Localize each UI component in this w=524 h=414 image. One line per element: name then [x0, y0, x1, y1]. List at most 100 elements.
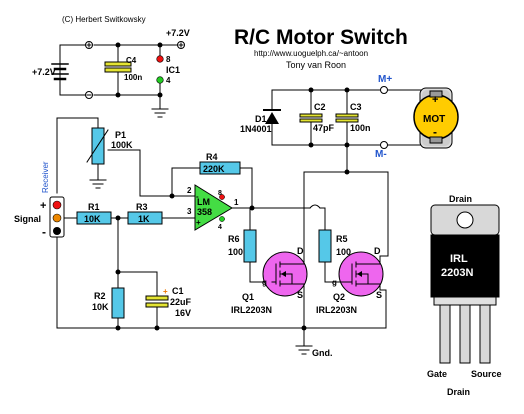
ic1-pin8: 8: [166, 55, 171, 64]
to220-package: [430, 204, 500, 364]
receiver-plus: +: [40, 200, 46, 212]
c2-value: 47pF: [313, 123, 335, 133]
c1-ref: C1: [172, 286, 184, 296]
opamp-line1: LM: [197, 197, 210, 207]
r4-ref: R4: [206, 152, 218, 162]
supply-section: [59, 44, 179, 118]
receiver-minus: -: [42, 225, 46, 239]
r4-body: [199, 161, 241, 175]
r2-ref: R2: [94, 291, 106, 301]
package-gate: Gate: [427, 369, 447, 379]
c2-plate-top: [299, 113, 323, 118]
q2-mosfet: [338, 251, 387, 297]
opamp-pin8-dot: [219, 194, 225, 200]
motor-body: [413, 87, 459, 149]
opamp-minus: -: [196, 192, 199, 201]
opamp-pin8: 8: [218, 190, 222, 197]
c4-plate-top: [104, 61, 132, 67]
supply-top-label: +7.2V: [166, 28, 190, 38]
opamp-pin1: 1: [234, 198, 239, 207]
ic1-pin4: 4: [166, 76, 171, 85]
c4-ref: C4: [126, 56, 137, 65]
q2-drain: D: [374, 246, 381, 256]
r5-value: 100: [336, 247, 351, 257]
c4-value: 100n: [124, 73, 142, 82]
ground-label: Gnd.: [312, 348, 333, 358]
crossovers: [309, 204, 321, 209]
motor-minus: -: [433, 125, 437, 139]
ic1-ref: IC1: [166, 65, 180, 75]
p1-value: 100K: [111, 140, 133, 150]
r3-ref: R3: [136, 202, 148, 212]
q2-source: S: [376, 290, 382, 300]
c2-plate-bottom: [299, 118, 323, 123]
opamp-plus: +: [196, 218, 201, 227]
signal-label: Signal: [14, 214, 41, 224]
c1-voltage: 16V: [175, 308, 191, 318]
r6-ref: R6: [228, 234, 240, 244]
package-drain-bottom: Drain: [447, 387, 470, 397]
d1-value: 1N4001: [240, 124, 272, 134]
c1-value: 22uF: [170, 297, 192, 307]
c3-ref: C3: [350, 102, 362, 112]
q2-part: IRL2203N: [316, 305, 357, 315]
c1-plus: +: [163, 287, 168, 296]
c3-plate-bottom: [335, 118, 359, 123]
d1-ref: D1: [255, 114, 267, 124]
package-drain-top: Drain: [449, 194, 472, 204]
motor-terminals: [380, 86, 388, 149]
opamp-pin4: 4: [218, 224, 222, 231]
r3-value: 1K: [138, 214, 150, 224]
supply-terminal-marks: [86, 42, 184, 96]
supply-left-label: +7.2V: [32, 67, 56, 77]
q1-source: S: [297, 290, 303, 300]
r1-body: [76, 211, 112, 225]
ic1-pin8-dot: [156, 55, 164, 63]
c3-value: 100n: [350, 123, 371, 133]
r3-body: [127, 211, 163, 225]
q2-gate: g: [332, 278, 337, 287]
opamp-line2: 358: [197, 207, 212, 217]
opamp-body: [194, 184, 233, 231]
ic1-pin4-dot: [156, 76, 164, 84]
motor-label: MOT: [423, 114, 445, 125]
p1-ref: P1: [115, 130, 126, 140]
c3-plate-top: [335, 113, 359, 118]
motor-mminus: M-: [375, 149, 387, 160]
battery-symbol: [51, 63, 69, 81]
r1-ref: R1: [88, 202, 100, 212]
package-line2: 2203N: [441, 267, 473, 279]
c1-plate-top: [145, 295, 169, 301]
receiver-label: Receiver: [41, 161, 50, 193]
r6-value: 100: [228, 247, 243, 257]
c1-plate-bottom: [145, 302, 169, 308]
ground-symbols: [89, 179, 313, 355]
opamp-pin3: 3: [187, 207, 192, 216]
junction-dots: [115, 42, 350, 331]
copyright: (C) Herbert Switkowsky: [62, 15, 146, 24]
c2-ref: C2: [314, 102, 326, 112]
title: R/C Motor Switch: [234, 26, 408, 49]
motor-plus: +: [432, 94, 438, 106]
receiver-connector: [49, 196, 65, 238]
package-source: Source: [471, 369, 502, 379]
r2-value: 10K: [92, 302, 109, 312]
url: http://www.uoguelph.ca/~antoon: [254, 49, 368, 58]
opamp-pin4-dot: [219, 216, 225, 222]
package-line1: IRL: [450, 253, 468, 265]
q2-ref: Q2: [333, 292, 345, 302]
opamp-pin2: 2: [187, 186, 192, 195]
wires: [56, 89, 437, 347]
motor-mplus: M+: [378, 74, 392, 85]
r5-ref: R5: [336, 234, 348, 244]
d1-diode: [263, 109, 281, 124]
r1-value: 10K: [84, 214, 101, 224]
r5-body: [318, 229, 332, 263]
r2-body: [111, 287, 125, 319]
q1-mosfet: [262, 251, 308, 297]
c4-plate-bottom: [104, 67, 132, 73]
author: Tony van Roon: [286, 60, 346, 70]
p1-arrow: [86, 129, 109, 163]
